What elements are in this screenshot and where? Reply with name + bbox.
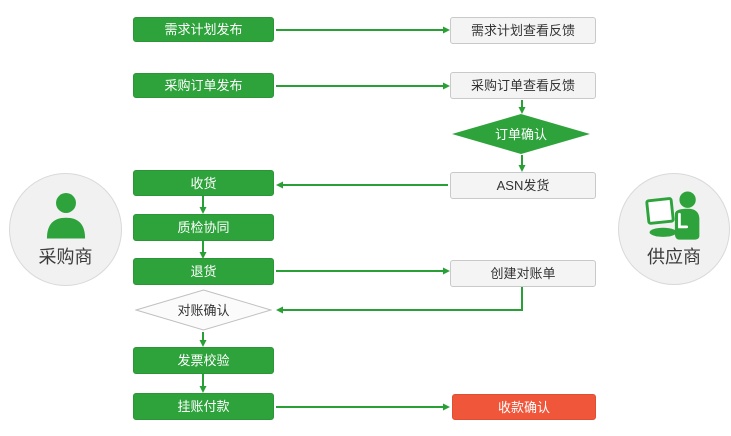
actor-supplier-label: 供应商 (647, 246, 701, 267)
arrow-statement-to-reconcile (276, 287, 523, 314)
step-po-feedback: 采购订单查看反馈 (450, 72, 596, 99)
decision-order-confirm-label: 订单确认 (494, 126, 547, 142)
step-demand-plan-feedback: 需求计划查看反馈 (450, 17, 596, 44)
person-icon (40, 190, 92, 242)
step-create-statement: 创建对账单 (450, 260, 596, 287)
actor-supplier: 供应商 (618, 173, 730, 285)
step-invoice-check: 发票校验 (133, 347, 274, 374)
decision-order-confirm: 订单确认 (452, 114, 590, 154)
step-po-publish: 采购订单发布 (133, 73, 274, 98)
decision-reconcile-confirm-label: 对账确认 (177, 302, 230, 318)
step-receipt-confirm: 收款确认 (452, 394, 596, 420)
step-quality-collab: 质检协同 (133, 214, 274, 241)
step-receive-goods: 收货 (133, 170, 274, 196)
step-demand-plan-publish: 需求计划发布 (133, 17, 274, 42)
step-book-payment: 挂账付款 (133, 393, 274, 420)
actor-buyer: 采购商 (9, 173, 122, 286)
step-asn-ship: ASN发货 (450, 172, 596, 199)
actor-buyer-label: 采购商 (38, 247, 93, 267)
person-laptop-icon (645, 190, 703, 242)
decision-reconcile-confirm: 对账确认 (135, 289, 272, 331)
step-return-goods: 退货 (133, 258, 274, 285)
